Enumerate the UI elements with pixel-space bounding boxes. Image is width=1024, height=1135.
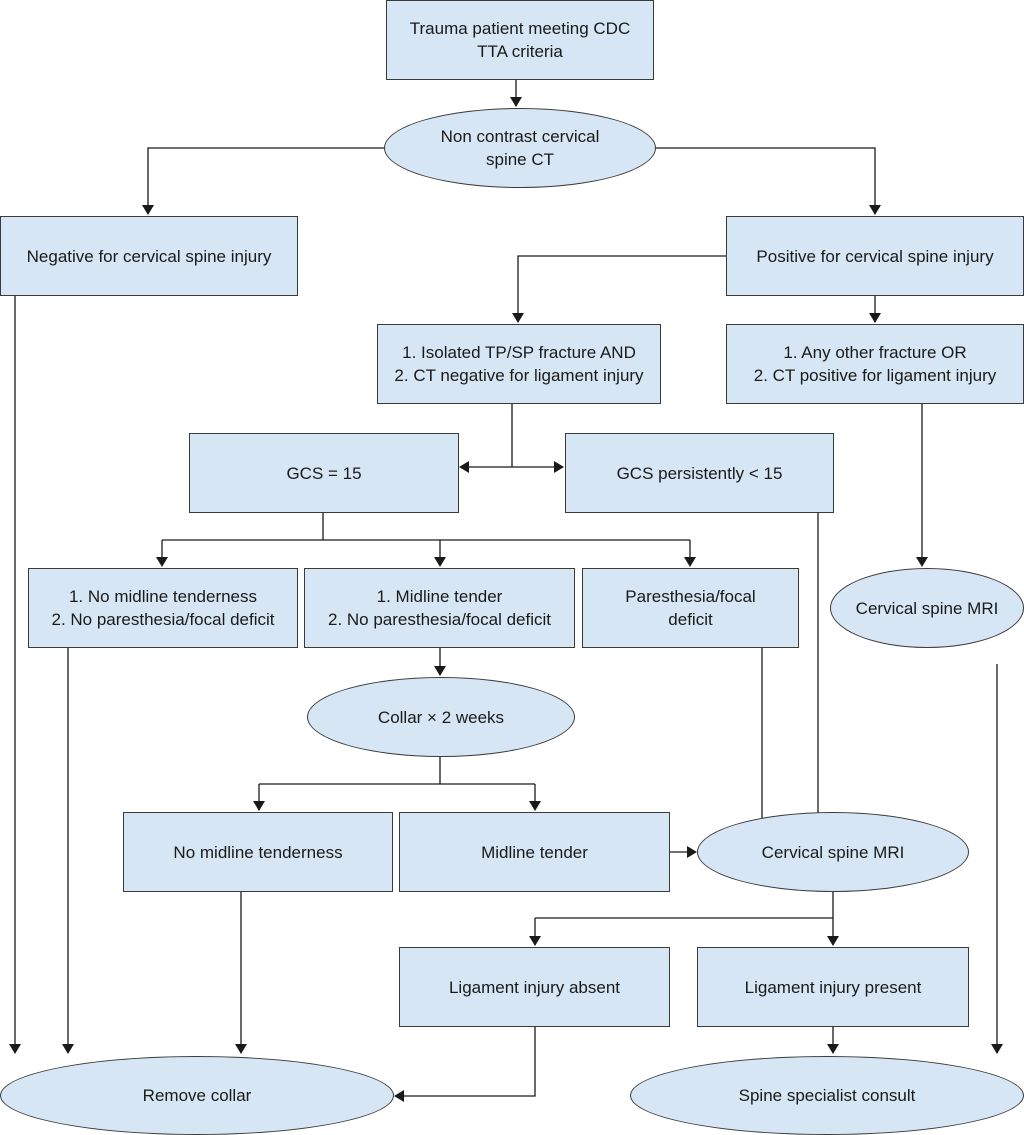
- connector-line: [147, 147, 384, 214]
- arrowhead: [512, 313, 524, 323]
- arrowhead: [554, 461, 564, 473]
- no-tenderness-2-box: No midline tenderness: [123, 812, 393, 892]
- line: deficit: [668, 610, 713, 629]
- no-tenderness-box: 1. No midline tenderness 2. No paresthes…: [28, 568, 298, 648]
- other-fracture-box: 1. Any other fracture OR 2. CT positive …: [726, 324, 1024, 404]
- midline-tender-2-box: Midline tender: [399, 812, 670, 892]
- paresthesia-box: Paresthesia/focal deficit: [582, 568, 799, 648]
- line: Cervical spine MRI: [761, 842, 905, 862]
- collar-oval: Collar × 2 weeks: [307, 677, 575, 757]
- arrowhead: [916, 557, 928, 567]
- arrowhead: [253, 801, 265, 811]
- arrowhead: [529, 936, 541, 946]
- line: Trauma patient meeting CDC: [409, 19, 631, 38]
- positive-injury-box: Positive for cervical spine injury: [726, 216, 1024, 296]
- remove-collar-oval: Remove collar: [0, 1056, 394, 1135]
- line: 1. Any other fracture OR: [783, 343, 967, 362]
- arrowhead: [459, 461, 469, 473]
- mri-center-oval: Cervical spine MRI: [697, 812, 969, 892]
- arrowhead: [394, 1090, 404, 1102]
- connector-line: [396, 1027, 536, 1097]
- ct-oval: Non contrast cervical spine CT: [384, 108, 656, 188]
- line: 1. Midline tender: [376, 587, 503, 606]
- arrowhead: [869, 313, 881, 323]
- line: 2. CT negative for ligament injury: [394, 366, 644, 385]
- isolated-fracture-box: 1. Isolated TP/SP fracture AND 2. CT neg…: [377, 324, 661, 404]
- arrowhead: [434, 666, 446, 676]
- line: spine CT: [485, 150, 555, 169]
- line: Ligament injury present: [744, 977, 922, 997]
- arrowhead: [142, 205, 154, 215]
- line: Cervical spine MRI: [855, 598, 999, 618]
- line: 2. No paresthesia/focal deficit: [327, 610, 551, 629]
- line: No midline tenderness: [173, 842, 343, 862]
- line: Spine specialist consult: [738, 1086, 916, 1105]
- trauma-criteria-box: Trauma patient meeting CDC TTA criteria: [386, 0, 654, 80]
- line: 2. CT positive for ligament injury: [753, 366, 997, 385]
- arrowhead: [156, 557, 168, 567]
- arrowhead: [991, 1044, 1003, 1054]
- gcs-15-box: GCS = 15: [189, 433, 459, 513]
- arrowhead: [529, 801, 541, 811]
- gcs-low-box: GCS persistently < 15: [565, 433, 834, 513]
- ligament-absent-box: Ligament injury absent: [399, 947, 670, 1027]
- midline-tender-box: 1. Midline tender 2. No paresthesia/foca…: [304, 568, 575, 648]
- line: GCS = 15: [286, 463, 362, 483]
- line: 1. Isolated TP/SP fracture AND: [402, 343, 636, 362]
- line: Negative for cervical spine injury: [26, 246, 272, 266]
- line: GCS persistently < 15: [616, 463, 783, 483]
- line: 1. No midline tenderness: [68, 587, 258, 606]
- connector-line: [656, 147, 876, 214]
- arrowhead: [827, 936, 839, 946]
- line: Remove collar: [142, 1086, 252, 1105]
- mri-right-oval: Cervical spine MRI: [830, 568, 1024, 648]
- line: Non contrast cervical: [440, 127, 600, 146]
- arrowhead: [827, 1044, 839, 1054]
- line: Collar × 2 weeks: [377, 707, 505, 727]
- line: Midline tender: [481, 842, 588, 862]
- line: Ligament injury absent: [448, 977, 621, 997]
- negative-injury-box: Negative for cervical spine injury: [0, 216, 298, 296]
- arrowhead: [687, 846, 697, 858]
- arrowhead: [510, 97, 522, 107]
- line: 2. No paresthesia/focal deficit: [51, 610, 275, 629]
- arrowhead: [9, 1044, 21, 1054]
- arrowhead: [684, 557, 696, 567]
- arrowhead: [62, 1044, 74, 1054]
- arrowhead: [434, 557, 446, 567]
- arrowhead: [869, 205, 881, 215]
- connector-line: [517, 255, 726, 322]
- line: Paresthesia/focal: [625, 587, 756, 606]
- ligament-present-box: Ligament injury present: [697, 947, 969, 1027]
- line: Positive for cervical spine injury: [756, 246, 994, 266]
- arrowhead: [235, 1044, 247, 1054]
- spine-consult-oval: Spine specialist consult: [630, 1056, 1024, 1135]
- line: TTA criteria: [477, 42, 563, 61]
